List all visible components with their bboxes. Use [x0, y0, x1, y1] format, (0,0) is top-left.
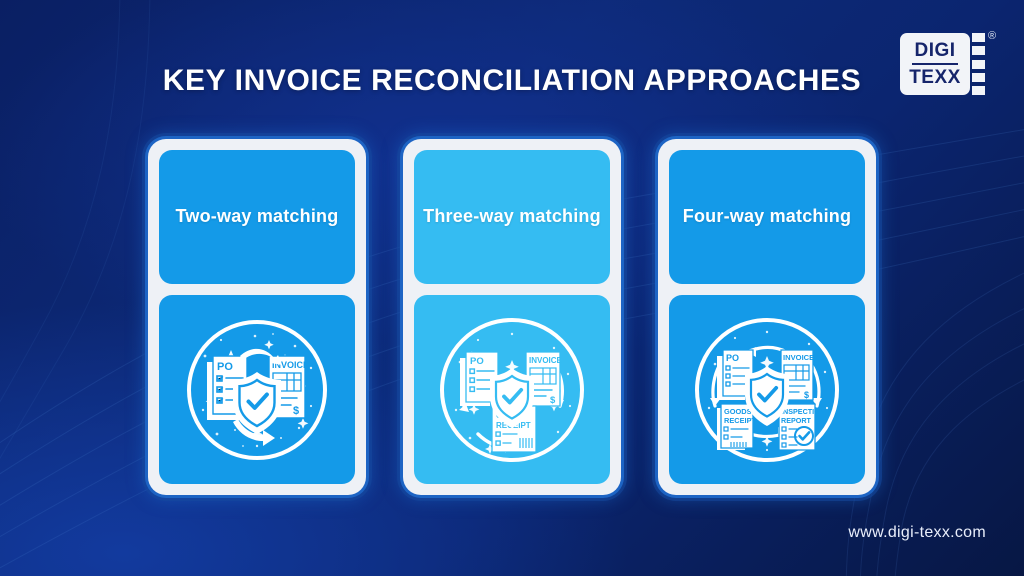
card-illustration-panel: PO INVOICE — [669, 295, 865, 484]
svg-text:REPORT: REPORT — [781, 416, 812, 425]
approach-card-four-way[interactable]: Four-way matching — [658, 139, 876, 495]
svg-text:$: $ — [804, 390, 809, 400]
card-title-panel: Three-way matching — [414, 150, 610, 284]
logo-text-digi: DIGI — [914, 40, 956, 61]
four-way-matching-illustration: PO INVOICE — [695, 317, 839, 462]
svg-text:PO: PO — [217, 361, 233, 373]
card-label: Three-way matching — [423, 206, 601, 227]
digi-texx-logo: DIGI TEXX ® — [900, 27, 1000, 99]
registered-trademark-mark: ® — [988, 30, 997, 42]
card-illustration-panel: PO INVOICE — [414, 295, 610, 484]
approach-card-three-way[interactable]: Three-way matching — [403, 139, 621, 495]
website-url: www.digi-texx.com — [848, 524, 986, 541]
logo-plate: DIGI TEXX — [900, 33, 970, 95]
card-title-panel: Two-way matching — [159, 150, 355, 284]
card-title-panel: Four-way matching — [669, 150, 865, 284]
svg-text:INVOICE: INVOICE — [529, 356, 563, 365]
card-illustration-panel: PO — [159, 295, 355, 484]
card-label: Four-way matching — [682, 206, 852, 227]
svg-text:$: $ — [550, 395, 556, 406]
three-way-matching-illustration: PO INVOICE — [440, 317, 584, 462]
approach-card-row: Two-way matching — [148, 139, 876, 495]
logo-square-strip-icon — [972, 33, 985, 95]
page-title: KEY INVOICE RECONCILIATION APPROACHES — [162, 64, 862, 98]
logo-divider-rule — [912, 63, 958, 65]
svg-text:GOODS: GOODS — [724, 407, 752, 416]
svg-text:INVOICE: INVOICE — [783, 353, 814, 362]
svg-text:PO: PO — [726, 353, 739, 363]
svg-text:PO: PO — [470, 356, 484, 367]
svg-text:$: $ — [293, 405, 299, 417]
logo-text-texx: TEXX — [909, 67, 961, 88]
svg-text:INVOICE: INVOICE — [272, 360, 309, 370]
svg-text:INSPECTION: INSPECTION — [781, 407, 825, 416]
two-way-matching-illustration: PO — [187, 319, 327, 460]
svg-text:RECEIPT: RECEIPT — [724, 416, 757, 425]
card-label: Two-way matching — [175, 206, 339, 227]
approach-card-two-way[interactable]: Two-way matching — [148, 139, 366, 495]
